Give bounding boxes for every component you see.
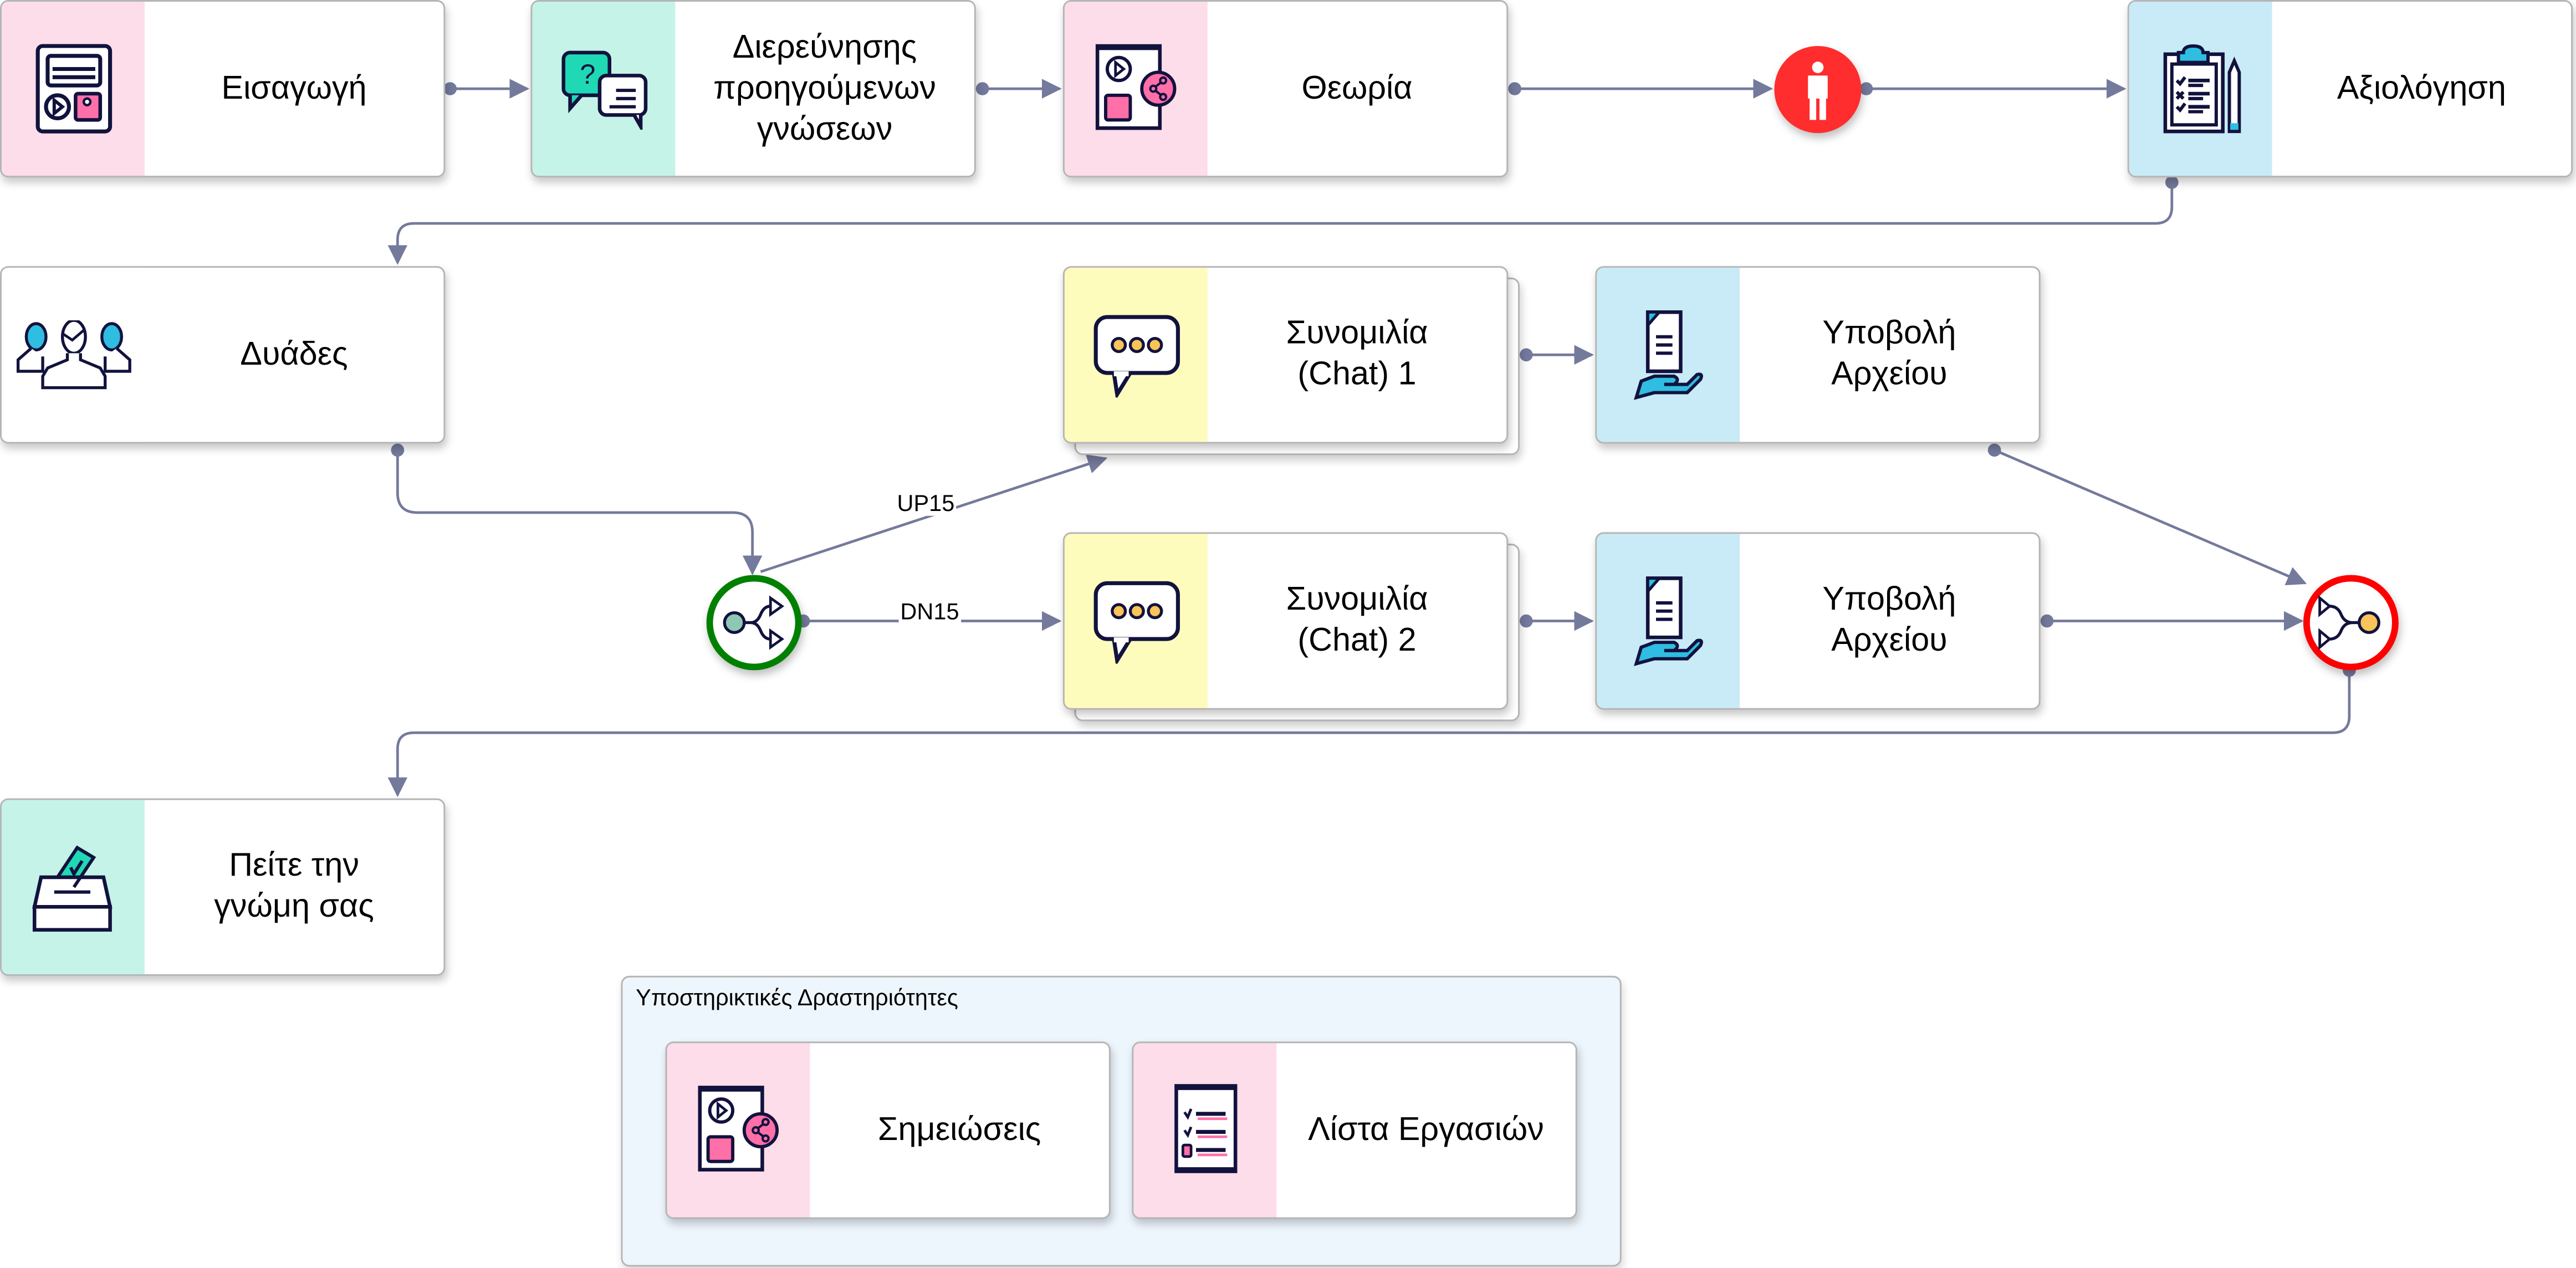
support-activity-task-list[interactable]: Λίστα Εργασιών	[1132, 1041, 1577, 1219]
activity-label: Αξιολόγηση	[2337, 69, 2506, 106]
activity-submit-file-1[interactable]: Υποβολή Αρχείου	[1595, 266, 2041, 444]
activity-label: Συνομιλία (Chat) 1	[1286, 315, 1428, 393]
activity-submit-file-2[interactable]: Υποβολή Αρχείου	[1595, 532, 2041, 710]
activity-label: Συνομιλία (Chat) 2	[1286, 581, 1428, 659]
shared-resources-icon	[1095, 44, 1175, 130]
file-submit-icon	[1633, 576, 1703, 666]
activity-prior-knowledge[interactable]: ? Διερεύνησης προηγούμενων γνώσεων	[530, 0, 976, 178]
activity-band	[2129, 1, 2272, 176]
activity-label: Σημειώσεις	[877, 1111, 1041, 1148]
activity-band	[1, 268, 145, 442]
edge-pairs-branch[interactable]	[396, 450, 763, 576]
activity-band	[1064, 534, 1208, 708]
person-icon	[1808, 62, 1828, 120]
file-submit-icon	[1633, 310, 1703, 400]
activity-chat-1[interactable]: Συνομιλία (Chat) 1	[1062, 266, 1509, 444]
activity-chat-2[interactable]: Συνομιλία (Chat) 2	[1062, 532, 1509, 710]
activity-band	[1133, 1043, 1277, 1218]
task-list-icon	[1173, 1084, 1236, 1173]
branch-gate[interactable]	[706, 575, 802, 671]
branch-join-icon	[2318, 595, 2380, 650]
group-people-icon	[16, 320, 131, 390]
activity-band	[1597, 268, 1740, 442]
edge-assessment-pairs[interactable]	[387, 182, 2174, 265]
activity-assessment[interactable]: Αξιολόγηση	[2127, 0, 2573, 178]
edge-label-down: DN15	[898, 599, 961, 625]
activity-label: Δυάδες	[240, 336, 348, 372]
activity-theory[interactable]: Θεωρία	[1062, 0, 1509, 178]
join-gate[interactable]	[2303, 575, 2399, 671]
activity-band	[1597, 534, 1740, 708]
activity-label: Υποβολή Αρχείου	[1822, 581, 1956, 659]
activity-band: ?	[532, 1, 676, 176]
activity-label: Διερεύνησης προηγούμενων γνώσεων	[713, 28, 936, 147]
activity-pairs[interactable]: Δυάδες	[0, 266, 446, 444]
support-group-title: Υποστηρικτικές Δραστηριότητες	[636, 984, 958, 1011]
edge-label-up: UP15	[895, 490, 957, 516]
activity-label: Πείτε την γνώμη σας	[214, 847, 374, 925]
multimedia-page-icon	[35, 44, 111, 134]
activity-band	[1, 1, 145, 176]
activity-feedback[interactable]: Πείτε την γνώμη σας	[0, 798, 446, 976]
chat-bubble-icon	[1093, 581, 1179, 664]
activity-band	[1, 800, 145, 974]
ballot-box-icon	[31, 845, 112, 932]
activity-band	[1064, 268, 1208, 442]
branch-split-icon	[723, 595, 785, 650]
support-activity-notes[interactable]: Σημειώσεις	[665, 1041, 1111, 1219]
activity-intro[interactable]: Εισαγωγή	[0, 0, 446, 178]
activity-label: Λίστα Εργασιών	[1308, 1111, 1544, 1148]
activity-label: Εισαγωγή	[221, 69, 367, 106]
svg-text:?: ?	[579, 58, 595, 90]
teacher-stop-gate[interactable]	[1774, 46, 1862, 134]
chat-bubble-icon	[1093, 315, 1179, 398]
question-chat-icon: ?	[561, 50, 647, 130]
activity-label: Θεωρία	[1301, 69, 1413, 106]
edge-join-feedback[interactable]	[387, 670, 2351, 797]
activity-label: Υποβολή Αρχείου	[1822, 315, 1956, 393]
activity-band	[1064, 1, 1208, 176]
clipboard-checklist-icon	[2163, 44, 2240, 134]
activity-band	[667, 1043, 810, 1218]
edge-submit1-join[interactable]	[1994, 449, 2307, 586]
shared-resources-icon	[697, 1086, 778, 1172]
